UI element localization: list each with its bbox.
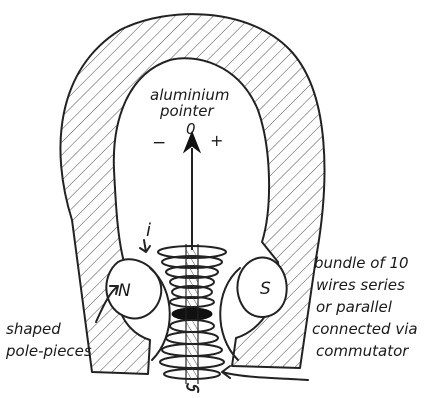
bundle-label-line2: wires series	[316, 276, 405, 294]
north-pole-label: N	[118, 281, 131, 301]
south-pole-label: S	[260, 279, 271, 299]
bundle-label-line1: bundle of 10	[314, 254, 409, 272]
wire-coil-bundle	[158, 244, 226, 392]
current-symbol: i	[146, 220, 151, 241]
current-arrow	[140, 240, 150, 252]
pole-pieces-label-line2: pole-pieces	[5, 342, 92, 360]
zero-mark: 0	[186, 120, 196, 138]
plus-mark: +	[210, 131, 223, 150]
minus-mark: −	[152, 133, 166, 153]
bundle-label-line5: commutator	[316, 342, 409, 360]
pointer-label-line2: pointer	[159, 102, 214, 120]
pole-pieces-label-line1: shaped	[6, 320, 61, 338]
bundle-label-line4: connected via	[312, 320, 418, 338]
bundle-label-line3: or parallel	[316, 298, 393, 316]
